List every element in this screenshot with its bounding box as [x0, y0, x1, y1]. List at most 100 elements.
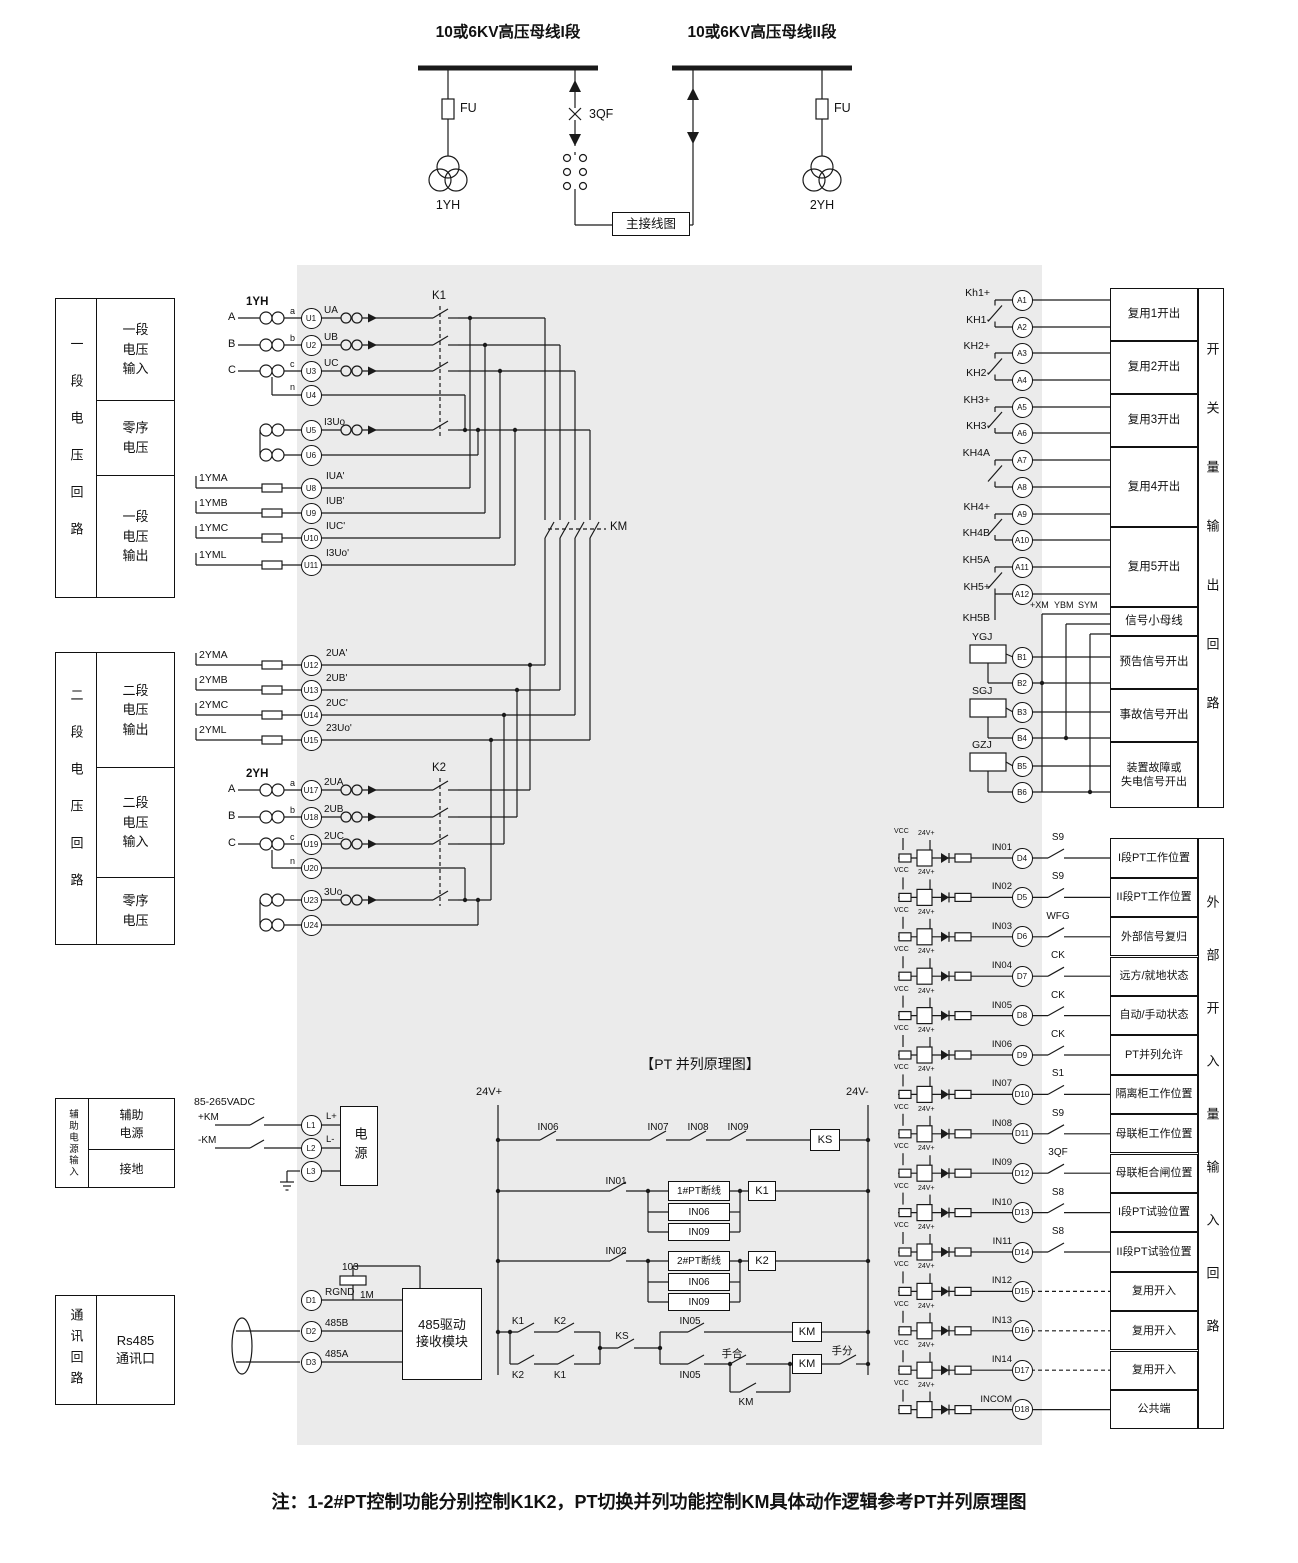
- terminal-L2: L2: [300, 1137, 322, 1159]
- k1-label: K1: [432, 290, 447, 302]
- vcc-rail-label: VCC: [894, 1300, 909, 1308]
- terminal-B6: B6: [1011, 781, 1033, 803]
- signal-D2: 485B: [325, 1318, 349, 1329]
- 24v-rail-label: 24V+: [918, 1105, 935, 1113]
- circuit-tag-1YMC: 1YMC: [199, 522, 229, 534]
- terminal-A3: A3: [1011, 342, 1033, 364]
- 24v-rail-label: 24V+: [918, 1263, 935, 1271]
- signal-U14: 2UC': [326, 698, 348, 709]
- switch-label-D10: S1: [1051, 1068, 1065, 1080]
- output-column-label-text: 开关量输出回路: [1204, 341, 1220, 755]
- terminal-D17: D17: [1011, 1359, 1033, 1381]
- signal-U12: 2UA': [326, 648, 348, 659]
- main-wiring-box: 主接线图: [612, 212, 690, 236]
- fuse1-label: FU: [460, 101, 477, 115]
- secondary-letter: c: [290, 359, 295, 369]
- terminal-U23: U23: [300, 889, 322, 911]
- terminal-U20: U20: [300, 857, 322, 879]
- contact-label-A7: KH4A: [962, 447, 990, 459]
- terminal-U12: U12: [300, 654, 322, 676]
- vcc-rail-label: VCC: [894, 1340, 909, 1348]
- terminal-B3: B3: [1011, 701, 1033, 723]
- pt1-broken-box: 1#PT断线: [668, 1181, 730, 1201]
- logic-k1b: K1: [553, 1370, 567, 1381]
- 24v-rail-label: 24V+: [918, 908, 935, 916]
- input-label-box: II段PT工作位置: [1110, 877, 1198, 918]
- input-column-label: 外部开入量输入回路: [1198, 838, 1224, 1429]
- input-label-box: II段PT试验位置: [1110, 1232, 1198, 1272]
- logic-k1: K1: [511, 1316, 525, 1327]
- contact-label-A5: KH3+: [963, 394, 990, 406]
- vcc-rail-label: VCC: [894, 1222, 909, 1229]
- in-label-IN14: IN14: [991, 1354, 1012, 1366]
- signal-D3: 485A: [325, 1349, 349, 1360]
- terminal-D10: D10: [1011, 1083, 1033, 1105]
- cell-voltage1-output: 一段电压输出: [122, 509, 149, 564]
- panel-aux-power-title: 辅助电源输入: [56, 1099, 89, 1187]
- terminal-U13: U13: [300, 679, 322, 701]
- panel-comm-title: 通讯回路: [56, 1296, 97, 1404]
- terminal-U17: U17: [300, 779, 322, 801]
- cell-voltage2-output: 二段电压输出: [97, 653, 174, 769]
- output-label-box: 复用2开出: [1110, 341, 1198, 394]
- switch-label-D11: S9: [1051, 1107, 1065, 1119]
- input-label-box: 复用开入: [1110, 1311, 1198, 1351]
- output-column-label: 开关量输出回路: [1198, 288, 1224, 808]
- output-label-box: 复用1开出: [1110, 288, 1198, 341]
- in-label-IN13: IN13: [991, 1314, 1012, 1326]
- signal-L2: L-: [326, 1134, 335, 1145]
- logic-in02: IN02: [605, 1246, 627, 1257]
- circuit-tag-2YMA: 2YMA: [199, 649, 228, 661]
- bus2-label: 10或6KV高压母线II段: [687, 24, 837, 41]
- circuit-tag-2YMC: 2YMC: [199, 699, 229, 711]
- circuit-tag-2YMB: 2YMB: [199, 674, 228, 686]
- signal-U3: UC: [324, 358, 339, 369]
- secondary-letter: n: [290, 382, 296, 392]
- signal-U17: 2UA: [324, 777, 344, 788]
- panel-title-text: 二段电压回路: [68, 687, 84, 910]
- footer-note: 注：1-2#PT控制功能分别控制K1K2，PT切换并列功能控制KM具体动作逻辑参…: [271, 1492, 1027, 1512]
- logic-in09: IN09: [727, 1122, 749, 1133]
- 24v-rail-label: 24V+: [918, 869, 935, 877]
- terminal-D18: D18: [1011, 1399, 1033, 1421]
- plus-km-label: +KM: [198, 1112, 219, 1123]
- terminal-U4: U4: [300, 384, 322, 406]
- vcc-rail-label: VCC: [894, 1064, 909, 1072]
- logic-in05b: IN05: [679, 1370, 701, 1381]
- terminal-D12: D12: [1011, 1162, 1033, 1184]
- in-label-IN07: IN07: [991, 1078, 1012, 1090]
- logic-ks: KS: [615, 1331, 629, 1342]
- pt2-broken-box: 2#PT断线: [668, 1251, 730, 1271]
- switch-label-D12: 3QF: [1048, 1147, 1068, 1159]
- output-label-box: 事故信号开出: [1110, 689, 1198, 742]
- terminal-B1: B1: [1011, 646, 1033, 668]
- secondary-letter: c: [290, 832, 295, 842]
- input-label-box: 外部信号复归: [1110, 917, 1198, 957]
- coil-box-km1: KM: [792, 1322, 822, 1342]
- panel-title-text: 辅助电源输入: [67, 1108, 78, 1178]
- rs485-module-box-line1: 485驱动: [418, 1317, 466, 1333]
- panel-voltage-section1: 一段电压回路 一段电压输入 零序电压 一段电压输出: [55, 298, 175, 598]
- input-label-box: 母联柜工作位置: [1110, 1114, 1198, 1154]
- 24v-rail-label: 24V+: [918, 987, 935, 995]
- switch-label-D9: CK: [1051, 1029, 1065, 1040]
- terminal-D5: D5: [1011, 886, 1033, 908]
- in-label-IN11: IN11: [992, 1236, 1012, 1247]
- signal-U23: 3Uo: [324, 887, 343, 898]
- breaker-3qf-label: 3QF: [589, 107, 614, 121]
- circuit-tag-2YML: 2YML: [199, 724, 227, 736]
- terminal-D15: D15: [1011, 1280, 1033, 1302]
- output-label-box: 复用4开出: [1110, 447, 1198, 527]
- terminal-D9: D9: [1011, 1044, 1033, 1066]
- branch-box-in09: IN09: [668, 1223, 730, 1241]
- output-label-box-line1: 装置故障或: [1126, 761, 1182, 774]
- signal-U5: I3Uo: [324, 417, 346, 428]
- coil-box-k2: K2: [748, 1251, 776, 1271]
- terminal-D13: D13: [1011, 1202, 1033, 1224]
- in-label-IN03: IN03: [991, 920, 1012, 932]
- 24v-rail-label: 24V+: [918, 1342, 935, 1350]
- terminal-A10: A10: [1011, 529, 1033, 551]
- input-label-box: I段PT试验位置: [1110, 1192, 1198, 1233]
- terminal-U9: U9: [300, 502, 322, 524]
